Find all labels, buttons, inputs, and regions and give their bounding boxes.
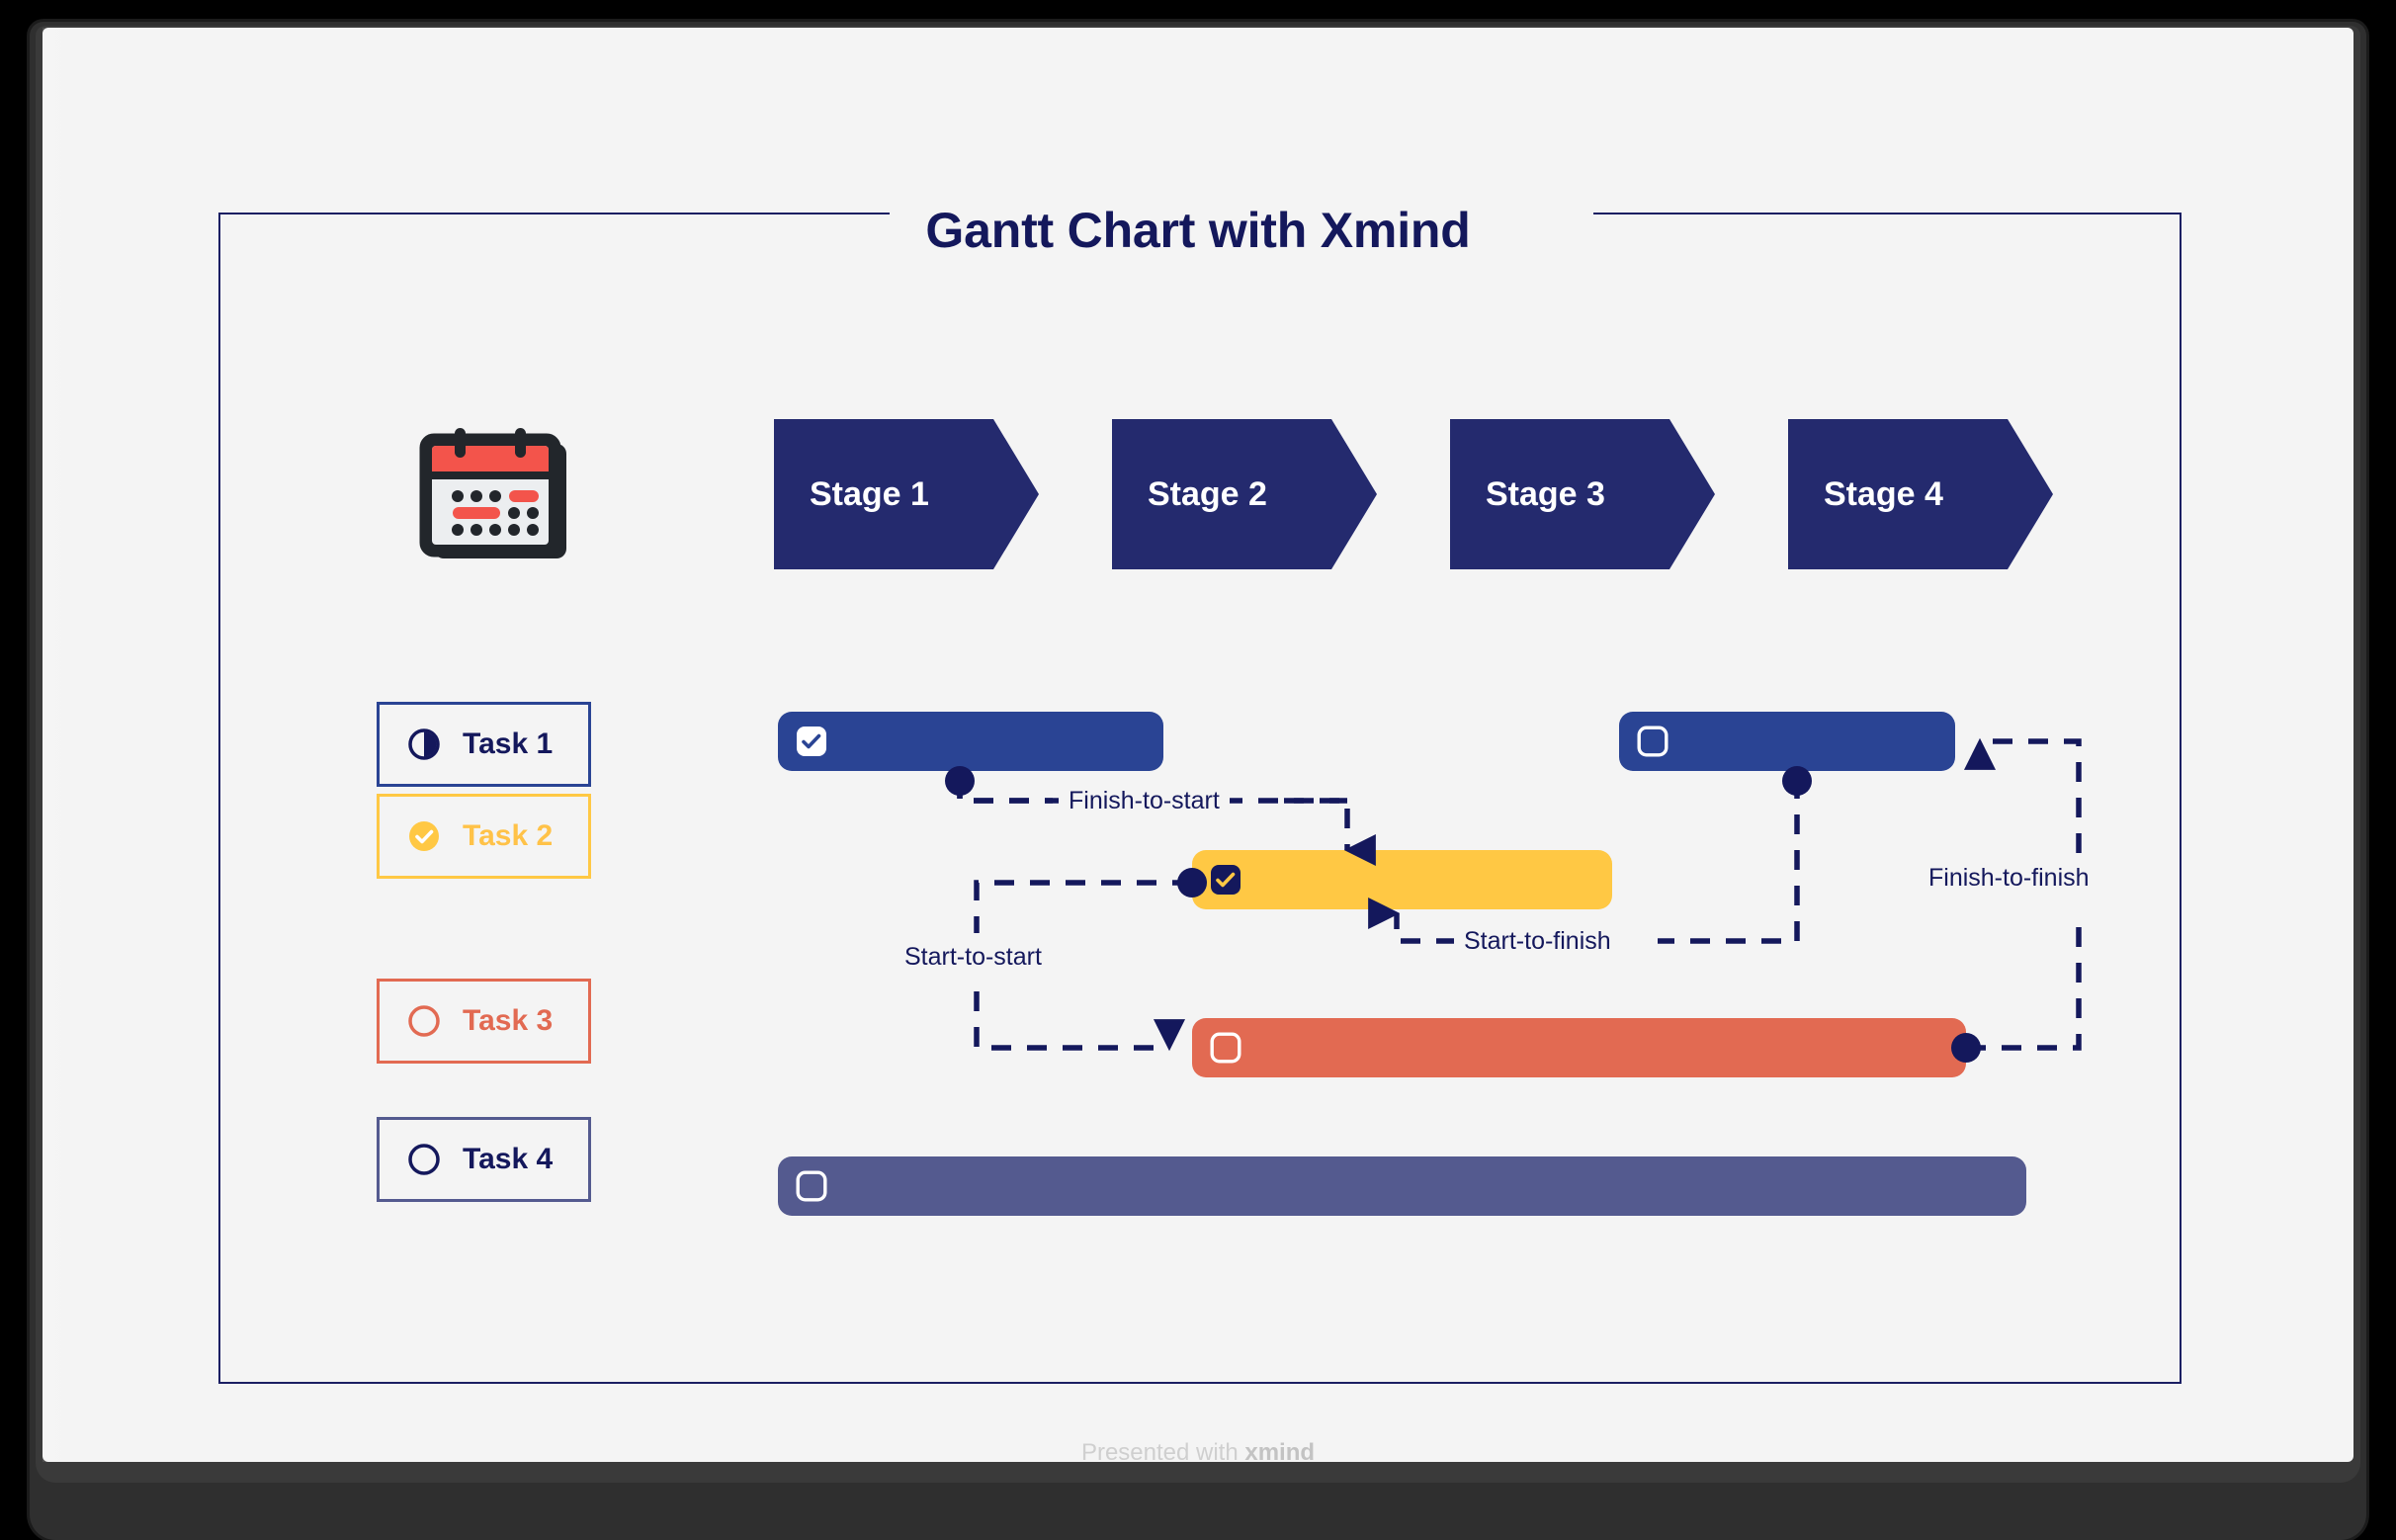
stage-chevron-2[interactable]: Stage 2 [1112,419,1377,569]
task-chip-label-3: Task 3 [463,1004,554,1037]
wire-origin-dot-task1a [945,766,975,796]
gantt-bar-task2[interactable] [1192,850,1612,909]
gantt-bar-task4[interactable] [778,1156,2026,1216]
wire-ftf-seg1 [1966,922,2082,1051]
task-chip-3[interactable]: Task 3 [377,979,591,1064]
checkbox-empty-icon [1637,726,1669,757]
task-chip-4[interactable]: Task 4 [377,1117,591,1202]
wire-origin-dot-task3 [1951,1033,1981,1063]
stage-label-2: Stage 2 [1148,474,1267,513]
page-title: Gantt Chart with Xmind [925,203,1471,258]
calendar-icon [419,428,566,558]
wire-sts-seg1 [974,880,1192,933]
footer-prefix: Presented with [1080,1439,1245,1462]
gantt-bar-task1-a[interactable] [778,712,1163,771]
dependency-label-finish-to-start: Finish-to-start [1059,786,1230,815]
task-chip-label-1: Task 1 [463,727,554,760]
stage-label-1: Stage 1 [810,474,929,513]
empty-circle-icon [408,1005,440,1037]
wire-stf-seg2 [1368,897,1456,944]
task-chip-label-4: Task 4 [463,1143,554,1175]
stage-chevron-1[interactable]: Stage 1 [774,419,1039,569]
checkbox-empty-icon [796,1170,827,1202]
dependency-label-start-to-finish: Start-to-finish [1454,926,1621,956]
checkbox-empty-icon [1210,1032,1241,1064]
stage-chevron-4[interactable]: Stage 4 [1788,419,2053,569]
checkbox-checked-icon [1211,865,1241,895]
slide-canvas: Gantt Chart with Xmind [43,28,2353,1462]
footer-brand: xmind [1244,1439,1316,1462]
dependency-label-finish-to-finish: Finish-to-finish [1919,863,2099,893]
content-frame-title-gap [890,201,1593,228]
footer-attribution: Presented with xmind [43,1439,2353,1462]
half-filled-circle-icon [408,728,440,760]
screen: Gantt Chart with Xmind [43,28,2353,1462]
checkbox-checked-icon [797,727,826,756]
wire-origin-dot-task2 [1177,868,1207,898]
gantt-bar-task3[interactable] [1192,1018,1966,1077]
wire-origin-dot-task1b [1782,766,1812,796]
wire-sts-seg2 [974,991,1186,1052]
gantt-bar-task1-b[interactable] [1619,712,1955,771]
dependency-label-start-to-start: Start-to-start [895,942,1052,972]
empty-circle-icon [408,1144,440,1175]
stage-chevron-3[interactable]: Stage 3 [1450,419,1715,569]
task-chip-label-2: Task 2 [463,819,554,852]
wire-ftf-seg2 [1963,737,2082,853]
wire-fts-seg2 [1284,798,1376,867]
dependency-connectors [945,737,2082,1063]
task-chip-1[interactable]: Task 1 [377,702,591,787]
wire-stf-seg1 [1658,779,1800,944]
task-chip-2[interactable]: Task 2 [377,794,591,879]
stage-label-3: Stage 3 [1486,474,1605,513]
stage-label-4: Stage 4 [1824,474,1943,513]
check-circle-icon [409,821,439,851]
